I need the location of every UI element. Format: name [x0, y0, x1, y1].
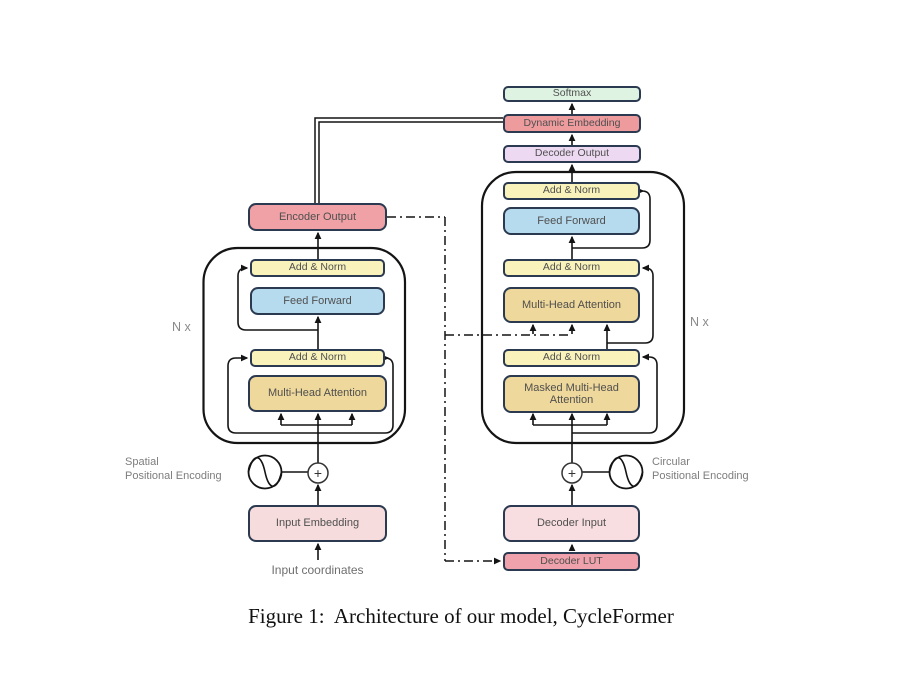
spatial-positional-encoding-label: Spatial Positional Encoding [125, 455, 222, 483]
input-embedding-box: Input Embedding [248, 505, 387, 542]
plus-symbol-encoder: + [313, 465, 323, 481]
encoder-repeat-label: N x [172, 320, 191, 334]
softmax-box: Softmax [503, 86, 641, 102]
encoder-output-box: Encoder Output [248, 203, 387, 231]
cross-attention-kv-stubs [529, 323, 576, 334]
decoder-lut-box: Decoder LUT [503, 552, 640, 571]
decoder-feed-forward-box: Feed Forward [503, 207, 640, 235]
decoder-stack-outline [480, 170, 686, 445]
encoder-feed-forward-box: Feed Forward [250, 287, 385, 315]
plus-circle-encoder [307, 462, 329, 484]
spatial-pe-line2: Positional Encoding [125, 470, 222, 482]
plus-circle-decoder [561, 462, 583, 484]
encoder-stack-outline [202, 246, 407, 445]
masked-attention-line1: Masked Multi-Head [524, 381, 619, 394]
decoder-connectors [529, 102, 658, 551]
masked-attention-line2: Attention [549, 394, 594, 406]
encoder-add-norm-top-box: Add & Norm [250, 259, 385, 277]
spatial-pe-line1: Spatial [125, 456, 159, 468]
decoder-add-norm-top-box: Add & Norm [503, 182, 640, 200]
circular-positional-encoding-icon [608, 454, 644, 490]
tied-weights-double-line [314, 117, 503, 203]
encoder-multi-head-attention-box: Multi-Head Attention [248, 375, 387, 412]
encoder-connectors [227, 231, 394, 560]
decoder-repeat-label: N x [690, 315, 709, 329]
decoder-add-norm-bottom-box: Add & Norm [503, 349, 640, 367]
encoder-add-norm-bottom-box: Add & Norm [250, 349, 385, 367]
spatial-positional-encoding-icon [247, 454, 283, 490]
decoder-input-box: Decoder Input [503, 505, 640, 542]
input-coordinates-label: Input coordinates [271, 563, 364, 577]
figure-caption: Figure 1: Architecture of our model, Cyc… [248, 604, 674, 628]
circular-positional-encoding-label: Circular Positional Encoding [652, 455, 749, 483]
dynamic-embedding-box: Dynamic Embedding [503, 114, 641, 133]
decoder-multi-head-attention-box: Multi-Head Attention [503, 287, 640, 323]
circular-pe-line2: Positional Encoding [652, 470, 749, 482]
circular-pe-line1: Circular [652, 456, 690, 468]
plus-symbol-decoder: + [567, 465, 577, 481]
decoder-add-norm-mid-box: Add & Norm [503, 259, 640, 277]
decoder-output-box: Decoder Output [503, 145, 641, 163]
encoder-to-decoder-dashdot [387, 216, 572, 565]
masked-multi-head-attention-box: Masked Multi-Head Attention [503, 375, 640, 413]
